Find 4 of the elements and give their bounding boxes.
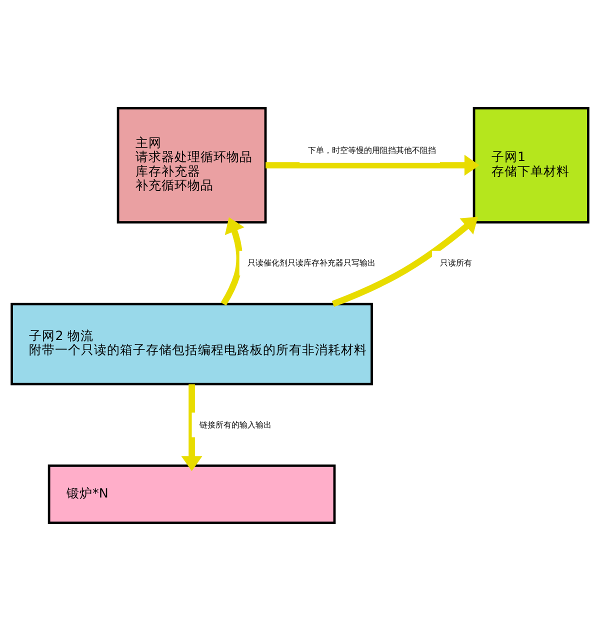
edge-label: 下单，时空等慢的用阻挡其他不阻挡 [308,146,436,155]
edge-label: 只读所有 [440,258,472,268]
edge-label: 链接所有的输入输出 [200,420,272,430]
edge-label: 只读催化剂只读库存补充器只写输出 [248,258,376,268]
